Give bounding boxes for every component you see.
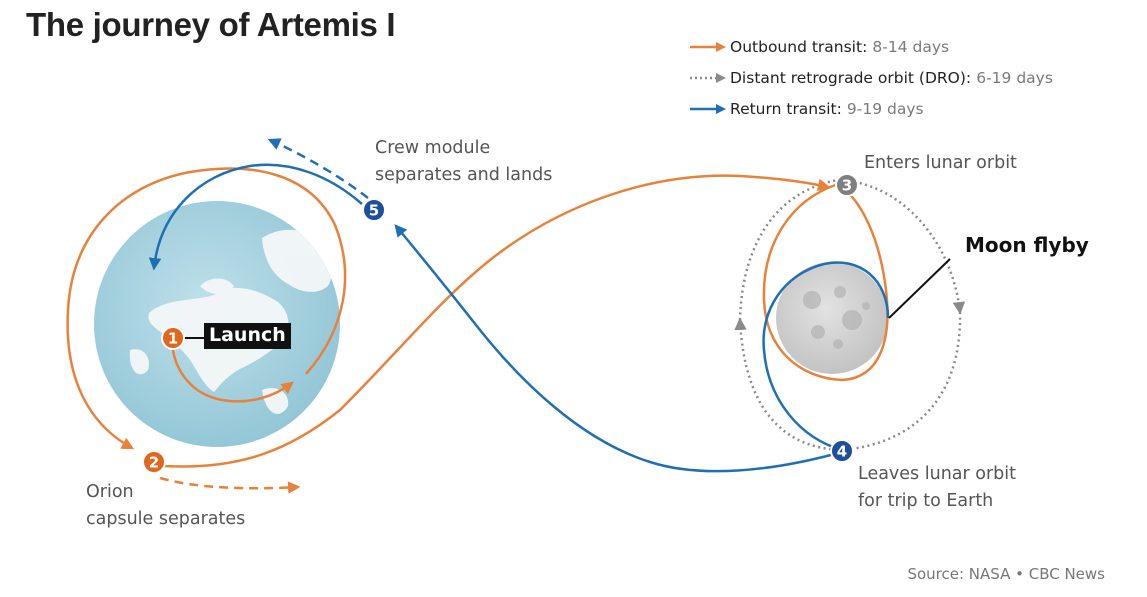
label-line: Crew module [375,138,491,158]
outbound-path [66,167,889,494]
moon-flyby-leader-line [888,258,951,319]
step-3-label: Enters lunar orbit [864,153,1017,173]
label-line: separates and lands [375,165,553,185]
legend-label: Distant retrograde orbit (DRO): [730,68,972,87]
legend-value: 9-19 days [846,99,924,118]
legend-label: Outbound transit: [730,37,868,56]
legend-label: Return transit: [730,99,842,118]
step-number: 5 [369,202,379,220]
step-number: 2 [149,454,159,472]
step-number: 4 [837,443,847,461]
step-marker-3: 3 [835,173,859,197]
label-line: for trip to Earth [858,491,994,511]
legend-value: 6-19 days [976,68,1053,87]
step-2-label: Orion capsule separates [86,479,245,533]
label-line: Leaves lunar orbit [858,464,1016,484]
legend-value: 8-14 days [872,37,950,56]
moon [776,262,888,374]
step-marker-5: 5 [362,198,386,222]
step-marker-1: 1 [161,326,185,350]
step-number: 1 [168,330,178,348]
step-marker-2: 2 [142,450,166,474]
blue-arrow-icon [690,103,726,114]
source-credit: Source: NASA • CBC News [907,565,1105,583]
legend: Outbound transit: 8-14 days Distant retr… [688,31,1053,124]
legend-item-return: Return transit: 9-19 days [688,93,1053,124]
page-title: The journey of Artemis I [26,6,396,43]
gray-dotted-arrow-icon [690,72,726,83]
label-line: capsule separates [86,509,246,529]
step-4-label: Leaves lunar orbit for trip to Earth [858,461,1016,515]
return-path [148,138,890,473]
step-marker-4: 4 [830,439,854,463]
step-5-label: Crew module separates and lands [375,135,552,189]
launch-label: Launch [204,323,291,349]
label-line: Orion [86,482,134,502]
moon-flyby-label: Moon flyby [965,233,1089,257]
orange-arrow-icon [690,41,726,52]
legend-item-dro: Distant retrograde orbit (DRO): 6-19 day… [688,62,1053,93]
legend-item-outbound: Outbound transit: 8-14 days [688,31,1053,62]
step-number: 3 [842,177,852,195]
